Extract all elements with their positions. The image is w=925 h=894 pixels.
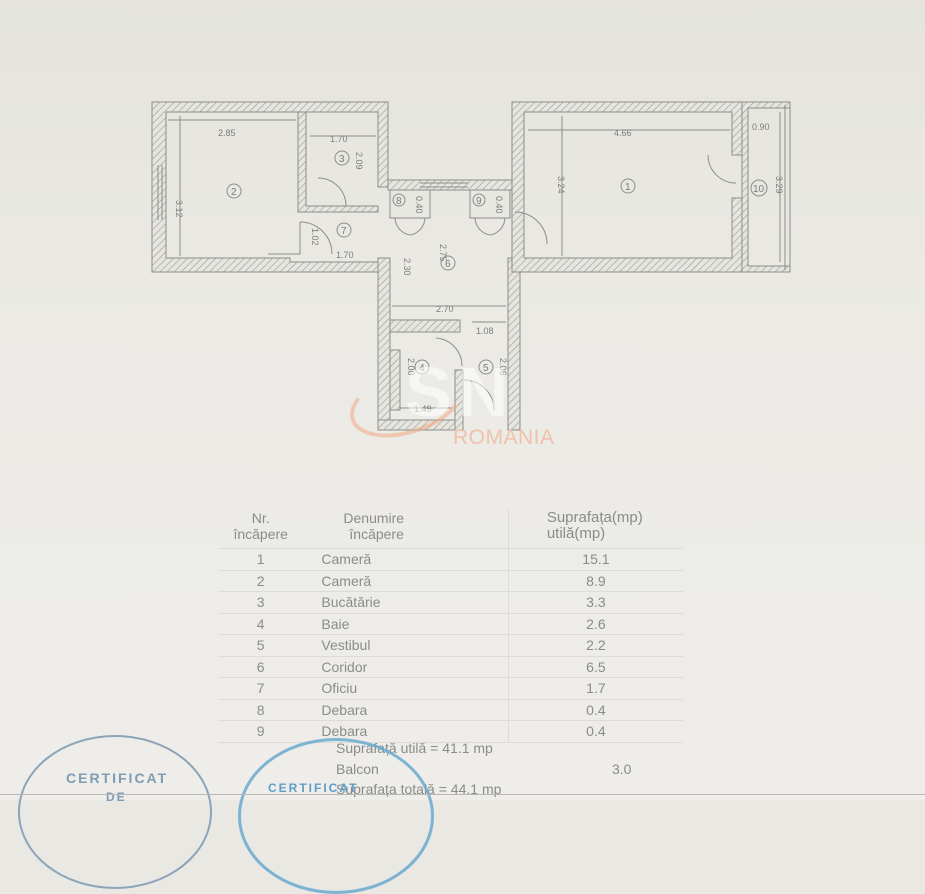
watermark-brand: SN (405, 353, 515, 431)
room3-inner-wall (297, 111, 379, 213)
dim-closet8: 0.40 (414, 196, 424, 214)
room-label-10: 10 (753, 184, 765, 195)
header-nr: Nr. încăpere (218, 508, 304, 549)
bath-top-wall (389, 319, 461, 333)
room-label-4: 4 (419, 363, 425, 374)
dim-room10-width: 0.90 (752, 122, 770, 132)
stamp-left-icon (18, 735, 212, 889)
dim-room7-width: 1.70 (336, 250, 354, 260)
dim-corridor-width: 2.70 (436, 304, 454, 314)
dim-room2-height: 3.12 (174, 200, 184, 218)
room-label-2: 2 (231, 187, 237, 198)
dim-corridor-height: 2.75 (438, 244, 448, 262)
dim-room7-height: 1.02 (310, 228, 320, 246)
dim-room1-height: 3.24 (556, 176, 566, 194)
dim-room3-height: 2.09 (354, 152, 364, 170)
dim-room5-width: 1.08 (476, 326, 494, 336)
dim-room4-height: 2.00 (406, 358, 416, 376)
bottom-divider (0, 794, 925, 795)
corridor-top-wall (387, 179, 516, 191)
header-name: Denumire încăpere (303, 508, 509, 549)
stamp-right-icon (238, 738, 434, 894)
dim-room4-width: 1.49 (414, 404, 432, 414)
balcony-walls (741, 101, 791, 273)
dim-corridor-height-left: 2.30 (402, 258, 412, 276)
dim-room1-width: 4.66 (614, 128, 632, 138)
bath-left-step (389, 349, 401, 411)
room-label-5: 5 (483, 363, 489, 374)
balcony-area: 3.0 (612, 761, 632, 777)
dim-room5-height: 2.06 (498, 358, 508, 376)
stamp-left-text: CERTIFICAT (66, 770, 169, 786)
room-label-7: 7 (341, 226, 347, 237)
room-label-8: 8 (396, 196, 402, 207)
header-area: Suprafața(mp) utilă(mp) (507, 508, 683, 549)
left-block-walls (151, 101, 389, 273)
bath-divider (454, 369, 464, 431)
stamp-left-text-2: DE (106, 790, 127, 804)
dim-room3-width: 1.70 (330, 134, 348, 144)
rooms-table: Nr. încăpere Denumire încăpere Suprafața… (218, 508, 683, 743)
floor-plan: 2.85 1.70 3.12 2.09 1.02 1.70 4.66 3.24 … (151, 101, 791, 431)
dim-closet9: 0.40 (494, 196, 504, 214)
room-label-3: 3 (339, 154, 345, 165)
table-header-row: Nr. încăpere Denumire încăpere Suprafața… (218, 508, 683, 549)
dim-room2-width: 2.85 (218, 128, 236, 138)
room-label-6: 6 (445, 259, 451, 270)
room-label-1: 1 (625, 182, 631, 193)
dim-room10-height: 3.29 (774, 176, 784, 194)
room-label-9: 9 (476, 196, 482, 207)
watermark-subtitle: ROMANIA (453, 426, 555, 449)
stamp-right-text: CERTIFICAT (268, 781, 359, 795)
